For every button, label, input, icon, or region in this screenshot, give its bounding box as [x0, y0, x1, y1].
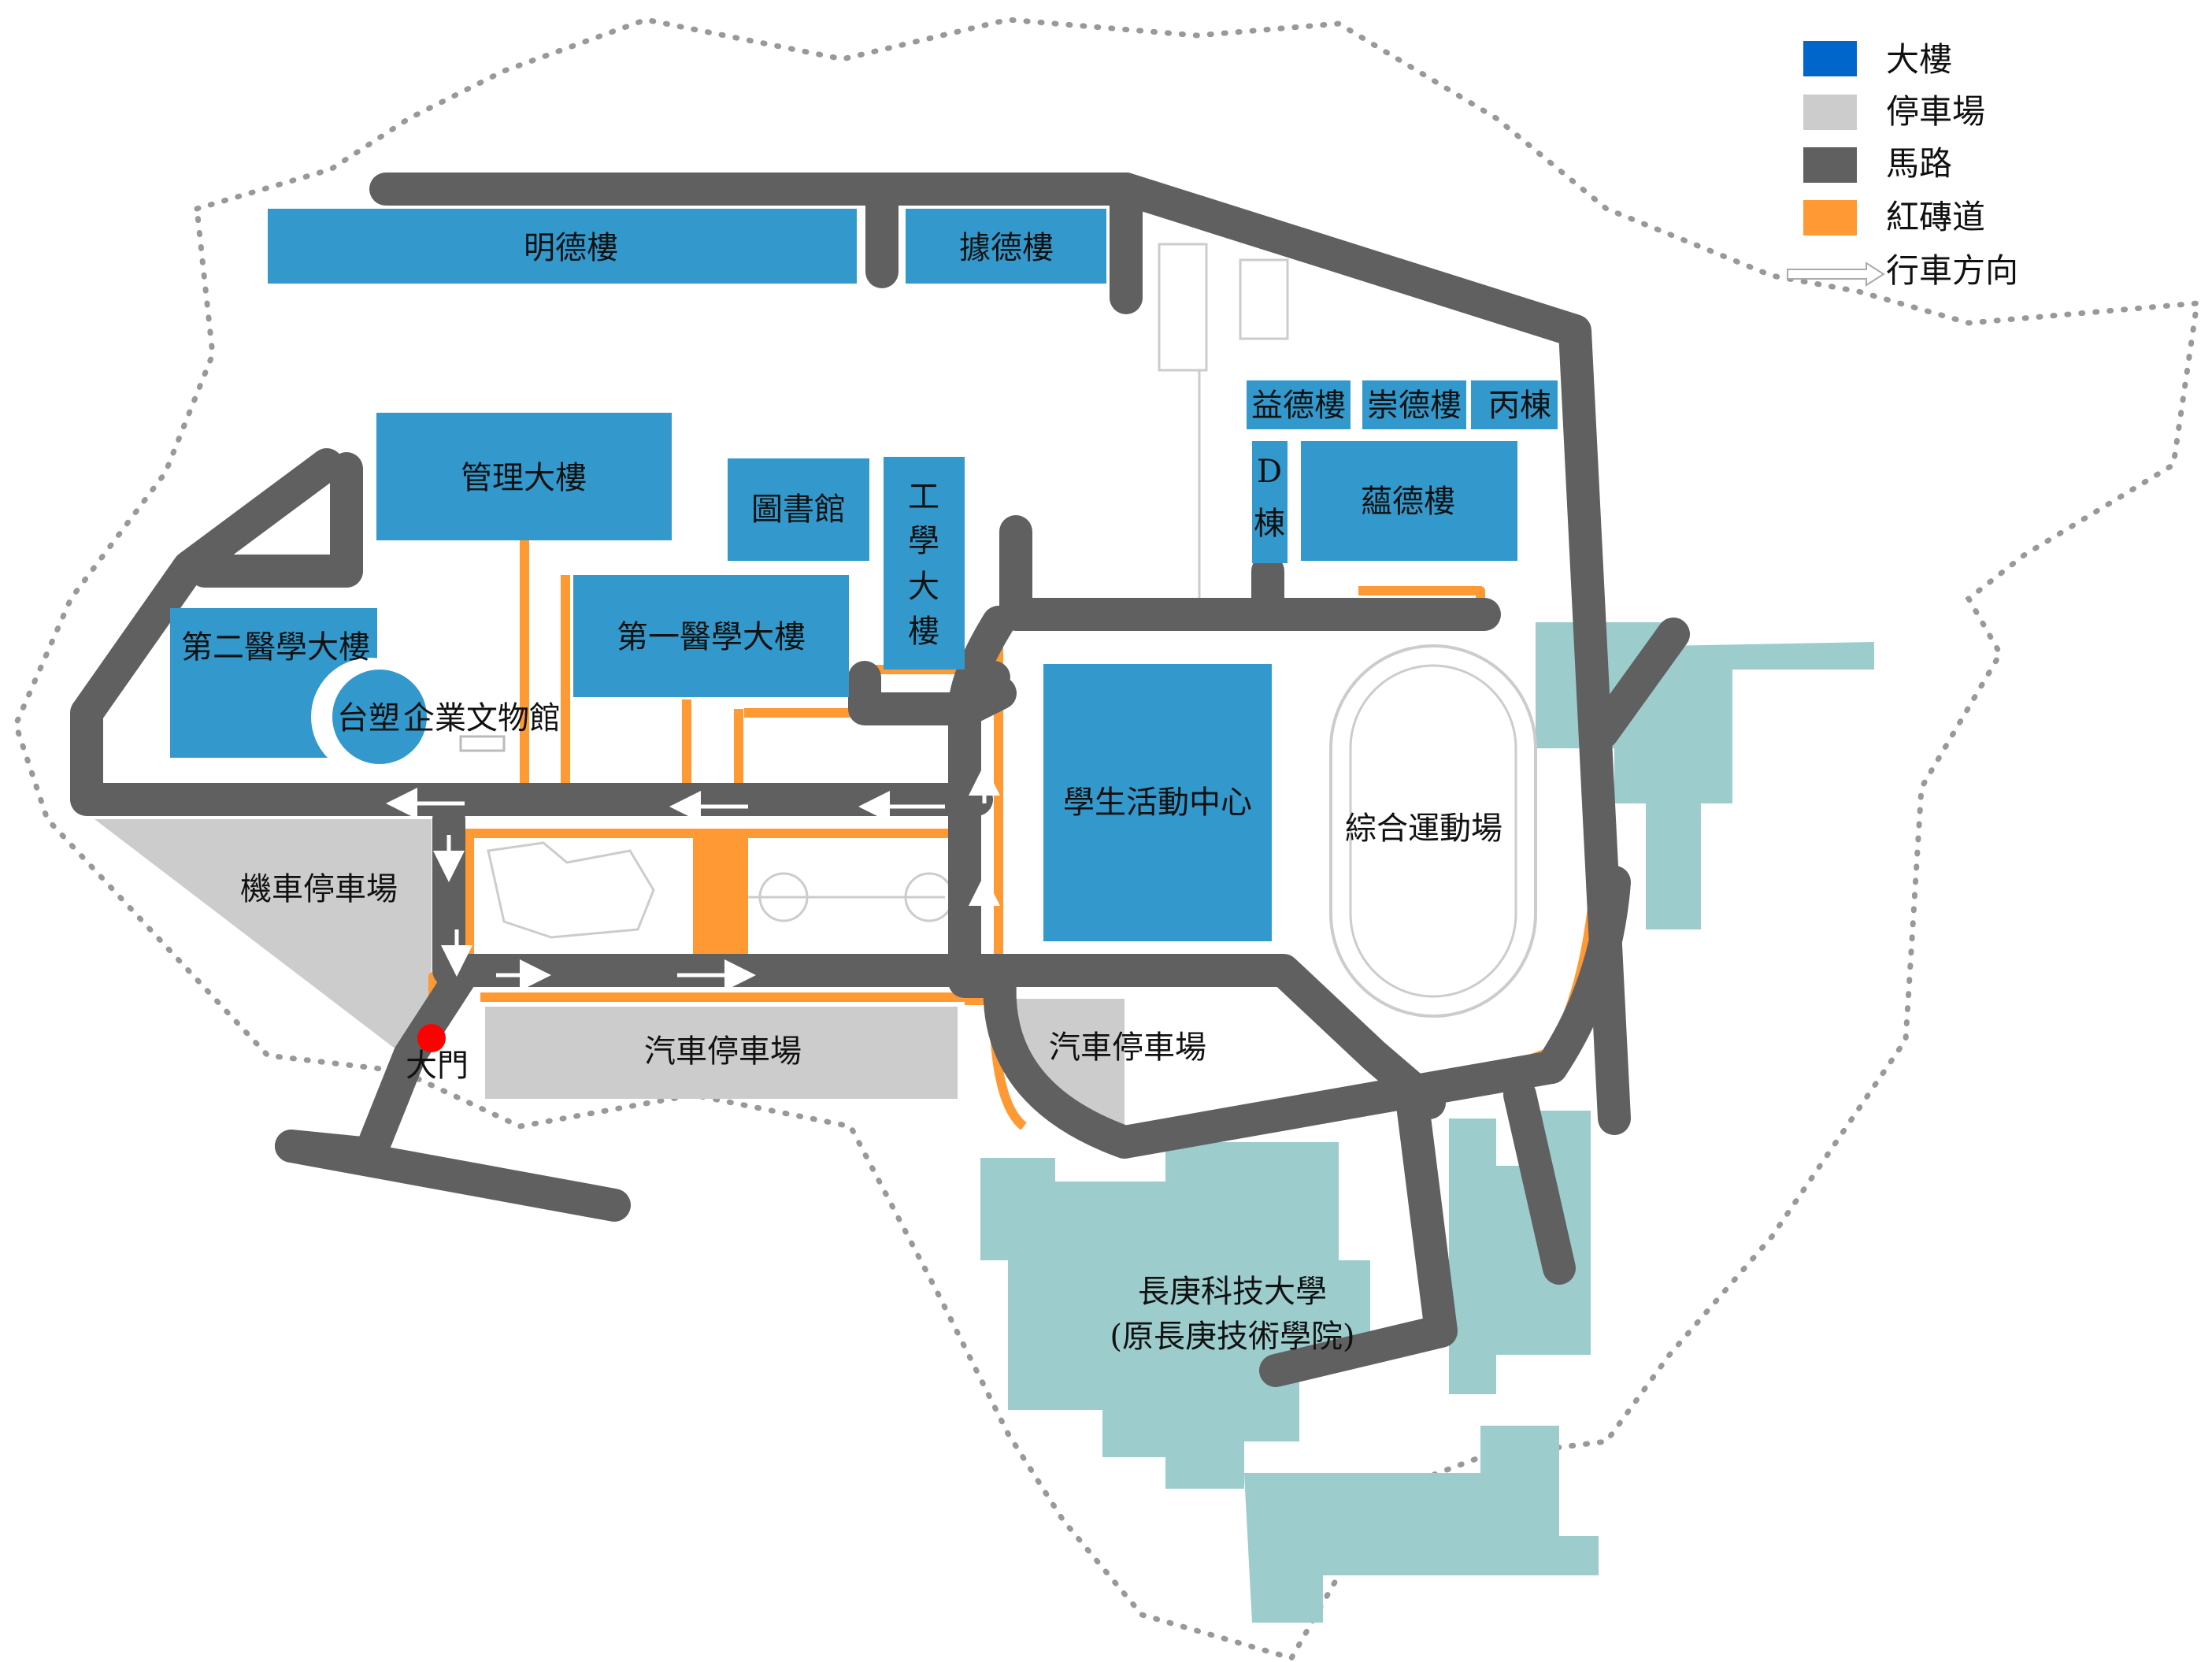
legend-swatch-brick: [1803, 200, 1857, 236]
label-engineering-3: 大: [908, 569, 939, 605]
legend-arrow-icon: [1787, 262, 1885, 287]
courtyard: [465, 829, 967, 966]
legend-label-road: 馬路: [1886, 144, 1952, 183]
label-mingde: 明德樓: [524, 230, 618, 266]
building-yide: [1247, 380, 1351, 429]
parking-areas: [94, 819, 1125, 1134]
legend-swatch-building: [1803, 41, 1857, 76]
moto-parking-area: [94, 819, 432, 1048]
label-gate: 大門: [406, 1048, 469, 1084]
legend: 大樓 停車場 馬路 紅磚道 行車方向: [1787, 40, 2018, 290]
building-yunde: [1301, 441, 1517, 561]
car-parking-area-2: [1000, 999, 1125, 1134]
building-library: [728, 458, 869, 561]
building-mingde: [268, 209, 857, 284]
label-other-campus-1: 長庚科技大學: [1138, 1274, 1327, 1310]
label-yide: 益德樓: [1251, 388, 1346, 424]
label-d-top: D: [1257, 454, 1282, 490]
label-medical2: 第二醫學大樓: [181, 629, 370, 666]
building-d: [1252, 441, 1288, 563]
label-engineering-1: 工: [908, 479, 939, 515]
label-yunde: 蘊德樓: [1361, 484, 1455, 520]
roads: [70, 173, 1690, 1387]
campus-boundary: [13, 17, 2201, 1662]
building-jude: [906, 209, 1106, 284]
building-bing: [1471, 380, 1558, 429]
label-student-center: 學生活動中心: [1063, 785, 1252, 821]
label-d-bottom: 棟: [1254, 506, 1285, 542]
label-car-parking-2: 汽車停車場: [1049, 1029, 1206, 1066]
label-other-campus-2: (原長庚技術學院): [1110, 1319, 1354, 1355]
label-moto-parking: 機車停車場: [240, 871, 398, 907]
legend-label-brick: 紅磚道: [1886, 198, 1985, 236]
buildings: [170, 209, 1558, 941]
label-jude: 據德樓: [959, 230, 1054, 266]
building-management: [376, 413, 672, 540]
legend-label-direction: 行車方向: [1886, 251, 2018, 290]
stadium: [1329, 644, 1537, 1018]
label-bing: 丙棟: [1488, 388, 1551, 424]
legend-swatch-road: [1803, 147, 1857, 183]
gate-dot: [417, 1024, 446, 1052]
label-medical1: 第一醫學大樓: [617, 619, 806, 655]
building-engineering: [884, 457, 965, 670]
minor-outlines: [1158, 243, 1289, 599]
legend-label-parking: 停車場: [1886, 92, 1985, 131]
legend-swatch-parking: [1803, 95, 1857, 130]
label-engineering-2: 學: [908, 523, 939, 559]
label-stadium: 綜合運動場: [1345, 811, 1502, 847]
building-chongde: [1362, 380, 1466, 429]
label-car-parking-1: 汽車停車場: [644, 1033, 802, 1070]
building-student-center: [1043, 664, 1272, 941]
label-management: 管理大樓: [461, 460, 587, 496]
legend-label-building: 大樓: [1886, 40, 1952, 79]
neighbor-campus-buildings: [980, 622, 1874, 1623]
label-museum-a: 台塑: [337, 700, 400, 736]
label-chongde: 崇德樓: [1367, 388, 1462, 424]
car-parking-area-1: [485, 1007, 958, 1099]
building-medical1: [573, 575, 849, 697]
label-museum-b: 企業文物館: [403, 700, 561, 736]
building-museum: [332, 670, 427, 764]
label-library: 圖書館: [751, 492, 846, 528]
label-engineering-4: 樓: [908, 614, 939, 650]
museum-annex-outline: [459, 735, 506, 752]
traffic-direction-arrows: [386, 764, 1000, 991]
